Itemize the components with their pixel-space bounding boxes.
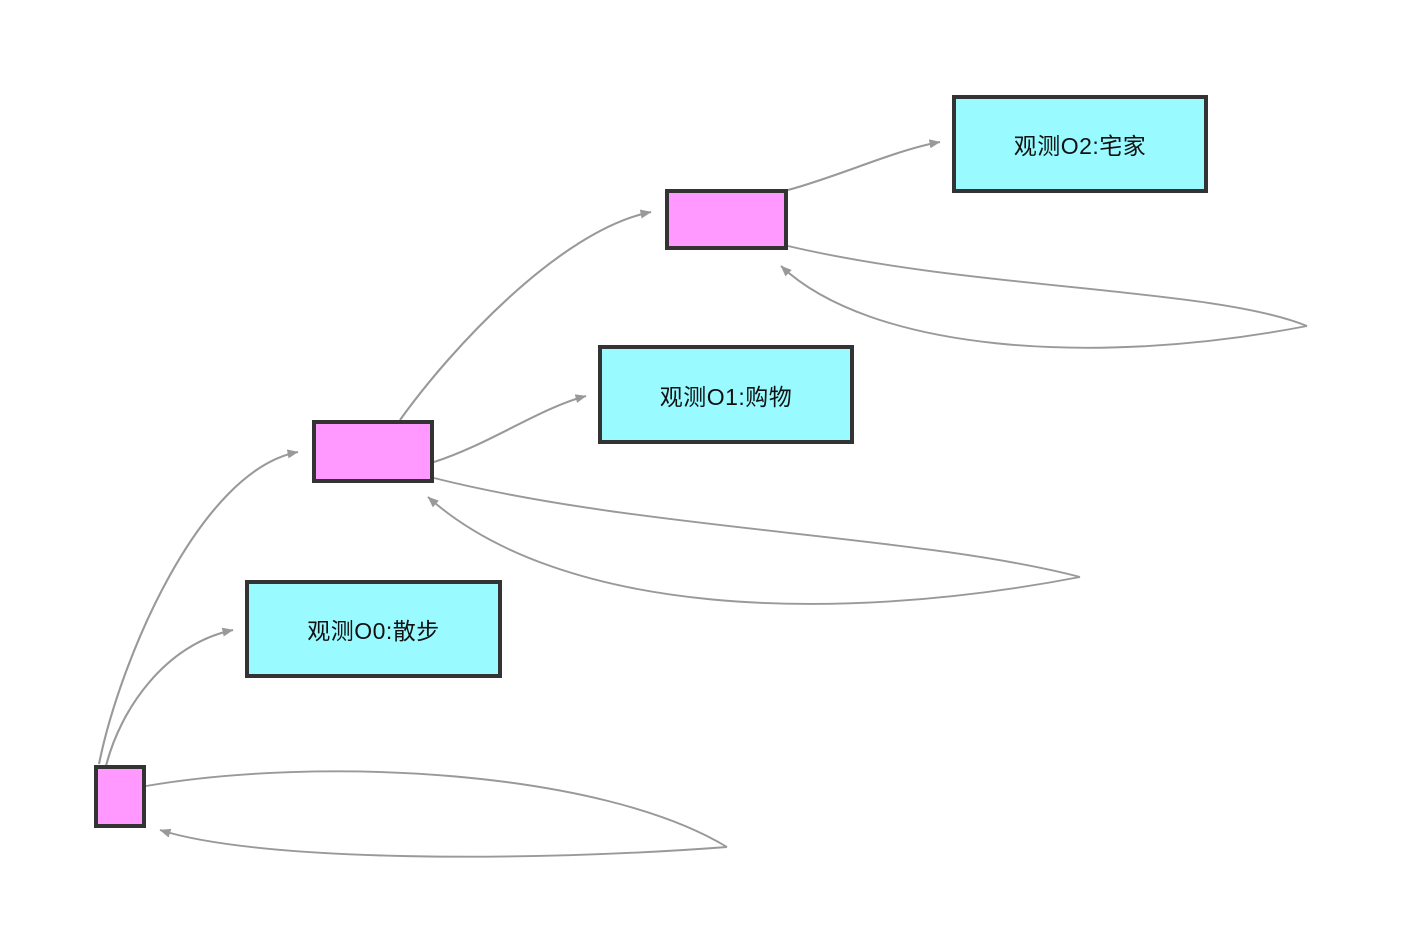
edge-state0-self-loop-return [159,828,728,858]
edge-state1-state2 [399,209,652,421]
edge-state0-state1 [97,449,299,765]
edge-state1-obs1 [433,394,587,463]
edge-state1-self-loop-return [427,496,1081,605]
node-state-2[interactable] [665,189,788,250]
edge-state1-self-loop [433,477,1081,578]
node-observation-1-label: 观测O1:购物 [659,383,793,410]
node-state-0[interactable] [94,765,146,828]
edge-state0-obs0 [104,627,234,767]
edge-state0-self-loop [145,770,728,848]
node-observation-2-label: 观测O2:宅家 [1013,133,1147,159]
edge-state2-obs2 [787,139,941,192]
node-observation-1[interactable]: 观测O1:购物 [598,345,854,444]
node-state-1[interactable] [312,420,434,483]
node-observation-2[interactable]: 观测O2:宅家 [952,95,1208,193]
node-observation-0-label: 观测O0:散步 [307,618,440,644]
edge-state2-self-loop [787,245,1308,327]
edge-state2-self-loop-return [780,265,1308,349]
node-observation-0[interactable]: 观测O0:散步 [245,580,502,678]
